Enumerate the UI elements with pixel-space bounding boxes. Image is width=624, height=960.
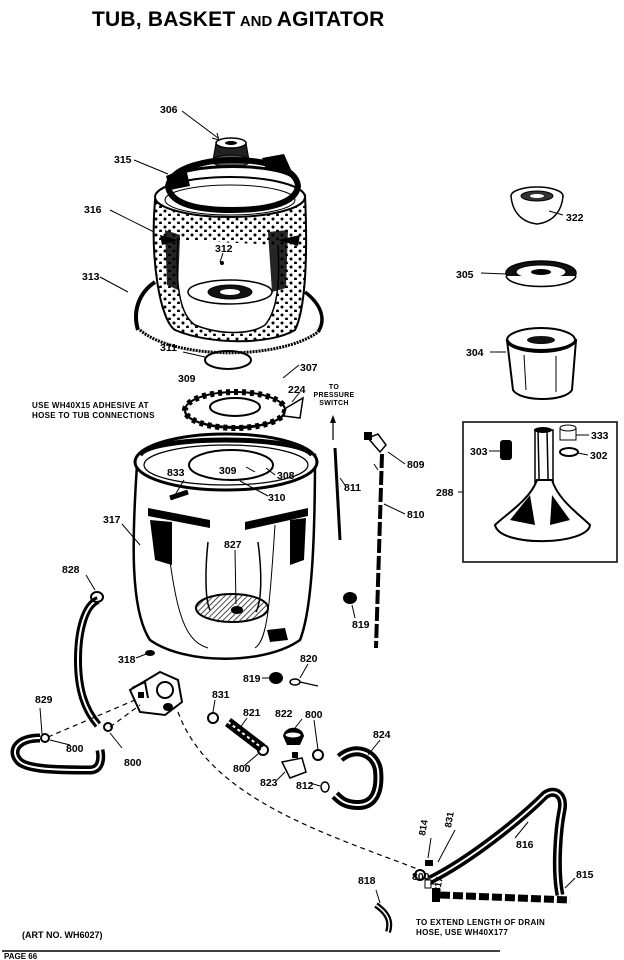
page-number: PAGE 66 [4, 952, 38, 960]
title-and: AND [239, 13, 273, 30]
bracket-224-icon [283, 396, 304, 419]
label-812: 812 [296, 780, 314, 792]
cap-333-icon [559, 424, 577, 441]
plug-819-icon [343, 592, 357, 604]
label-302: 302 [590, 450, 608, 462]
label-308: 308 [277, 470, 295, 482]
clip-318-icon [145, 650, 155, 656]
label-818: 818 [358, 875, 376, 887]
label-305: 305 [456, 269, 474, 281]
label-312: 312 [215, 243, 233, 255]
note-adhesive: USE WH40X15 ADHESIVE AT HOSE TO TUB CONN… [32, 401, 155, 420]
drain-hose-816-icon [427, 787, 568, 896]
hose-828-icon [73, 591, 104, 728]
clamps-800-icon [40, 712, 426, 881]
note-pressure-switch: TO PRESSURE SWITCH [313, 384, 355, 407]
elbow-809-icon [364, 432, 387, 454]
art-number: (ART NO. WH6027) [22, 930, 103, 940]
label-333: 333 [591, 430, 609, 442]
label-309-top: 309 [178, 373, 196, 385]
page-title: TUB, BASKET AND AGITATOR [92, 8, 385, 32]
fitting-822-icon [283, 727, 304, 745]
agitator-top-305-icon [505, 260, 577, 288]
label-819-right: 819 [352, 619, 370, 631]
hook-818-icon [374, 902, 393, 933]
label-831-lower: 831 [443, 810, 457, 828]
snubber-ring-313-icon [134, 280, 324, 355]
note-drain-hose: TO EXTEND LENGTH OF DRAIN HOSE, USE WH40… [416, 918, 546, 937]
label-819-lower: 819 [243, 673, 261, 685]
label-829: 829 [35, 694, 53, 706]
label-814: 814 [417, 818, 431, 836]
label-800-c: 800 [305, 709, 323, 721]
hose-821-icon [224, 718, 266, 752]
label-313: 313 [82, 271, 100, 283]
pump-icon [128, 670, 184, 717]
label-810: 810 [407, 509, 425, 521]
label-315: 315 [114, 154, 132, 166]
agitator-barrel-304-icon [505, 327, 578, 400]
o-ring-311-icon [182, 351, 206, 358]
label-824: 824 [373, 729, 391, 741]
label-811: 811 [344, 482, 361, 494]
valve-823-icon [280, 752, 307, 779]
title-part2: AGITATOR [276, 8, 385, 31]
label-816: 816 [516, 839, 534, 851]
label-822: 822 [275, 708, 293, 720]
title-part1: TUB, BASKET [92, 8, 236, 31]
label-307: 307 [300, 362, 318, 374]
label-304: 304 [466, 347, 484, 359]
label-288: 288 [436, 487, 454, 499]
label-309-tub: 309 [219, 465, 237, 477]
label-311: 311 [160, 342, 177, 354]
hose-824-icon [331, 746, 384, 811]
label-303: 303 [470, 446, 488, 458]
parts-819-820-icon [269, 672, 319, 687]
o-ring-309-icon [204, 350, 252, 370]
agitator-cap-322-icon [510, 186, 564, 225]
pressure-hose-811-icon [330, 415, 342, 541]
label-820: 820 [300, 653, 318, 665]
hose-810-icon [374, 453, 384, 649]
label-828: 828 [62, 564, 80, 576]
basket-316-icon [152, 176, 308, 343]
dashed-routing-lines [47, 699, 421, 871]
washer-302-icon [559, 447, 579, 457]
leader-lines [39, 110, 589, 904]
label-306: 306 [160, 104, 178, 116]
label-821: 821 [243, 707, 261, 719]
hose-829-icon [10, 733, 106, 775]
label-318: 318 [118, 654, 136, 666]
mounting-ring-307-icon [182, 389, 288, 431]
label-224: 224 [288, 384, 306, 396]
agitator-post-icon [493, 427, 592, 543]
drain-hose-815-icon [432, 888, 571, 904]
label-815: 815 [576, 869, 594, 881]
label-800-b: 800 [124, 757, 142, 769]
plug-812-icon [320, 781, 330, 793]
label-831-top: 831 [212, 689, 230, 701]
label-827: 827 [224, 539, 242, 551]
balance-ring-315-icon [164, 154, 302, 214]
label-823: 823 [260, 777, 278, 789]
outer-tub-317-icon [132, 432, 319, 660]
label-800-e: 800 [412, 871, 430, 883]
label-316: 316 [84, 204, 102, 216]
label-322: 322 [566, 212, 584, 224]
label-317: 317 [103, 514, 121, 526]
label-833: 833 [167, 467, 185, 479]
label-800-d: 800 [233, 763, 251, 775]
dog-303-icon [500, 440, 512, 460]
label-809: 809 [407, 459, 425, 471]
label-800-a: 800 [66, 743, 84, 755]
label-817: 817 [432, 876, 446, 894]
label-310: 310 [268, 492, 286, 504]
